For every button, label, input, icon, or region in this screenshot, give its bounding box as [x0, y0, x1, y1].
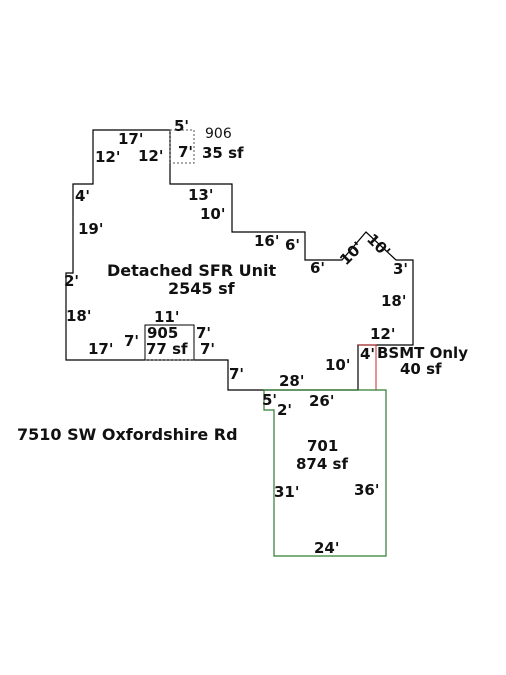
area-701-area: 874 sf — [296, 455, 348, 473]
dimension-label: 3' — [393, 260, 408, 278]
area-701-code: 701 — [307, 437, 338, 455]
basement-title: BSMT Only — [377, 344, 468, 362]
basement-area: 40 sf — [400, 360, 442, 378]
dimension-label: 19' — [78, 220, 103, 238]
main-unit-area: 2545 sf — [168, 279, 236, 298]
area-701-outline — [263, 389, 387, 557]
dimension-label: 12' — [138, 147, 163, 165]
dimension-label: 2' — [277, 401, 292, 419]
main-unit-outline — [65, 129, 414, 391]
dimension-label: 17' — [118, 130, 143, 148]
dimension-label: 2' — [64, 272, 79, 290]
dimension-label: 18' — [66, 307, 91, 325]
dimension-label: 18' — [381, 292, 406, 310]
dimension-label: 10' — [325, 356, 350, 374]
dimension-label: 26' — [309, 392, 334, 410]
area-905-area: 77 sf — [146, 340, 188, 358]
dimension-label: 7' — [200, 340, 215, 358]
dimension-label: 11' — [154, 308, 179, 326]
dimension-label: 31' — [274, 483, 299, 501]
address-label: 7510 SW Oxfordshire Rd — [17, 425, 238, 444]
area-905-code: 905 — [147, 324, 178, 342]
main-unit-title: Detached SFR Unit — [107, 261, 277, 280]
dimension-label: 5' — [262, 391, 277, 409]
dimension-label: 13' — [188, 186, 213, 204]
dimension-label: 12' — [370, 325, 395, 343]
dimension-label: 24' — [314, 539, 339, 557]
dimension-label: 17' — [88, 340, 113, 358]
dimension-label: 10' — [336, 238, 367, 269]
dimension-label: 7' — [124, 332, 139, 350]
dimension-label: 4' — [360, 345, 375, 363]
dimension-label: 10' — [200, 205, 225, 223]
dimension-label: 6' — [285, 236, 300, 254]
dimension-label: 16' — [254, 232, 279, 250]
dimension-label: 36' — [354, 481, 379, 499]
dimension-label: 10' — [363, 230, 394, 261]
dimension-label: 7' — [196, 324, 211, 342]
area-906-code: 906 — [205, 126, 232, 142]
area-906-area: 35 sf — [202, 144, 244, 162]
dimension-label: 7' — [229, 365, 244, 383]
dimension-label: 28' — [279, 372, 304, 390]
dimension-label: 6' — [310, 259, 325, 277]
dimension-label: 4' — [75, 187, 90, 205]
dimension-label: 5' — [174, 117, 189, 135]
area-905-outline — [144, 324, 195, 360]
dimension-label: 7' — [178, 143, 193, 161]
area-906-outline — [169, 129, 195, 164]
dimension-label: 12' — [95, 148, 120, 166]
